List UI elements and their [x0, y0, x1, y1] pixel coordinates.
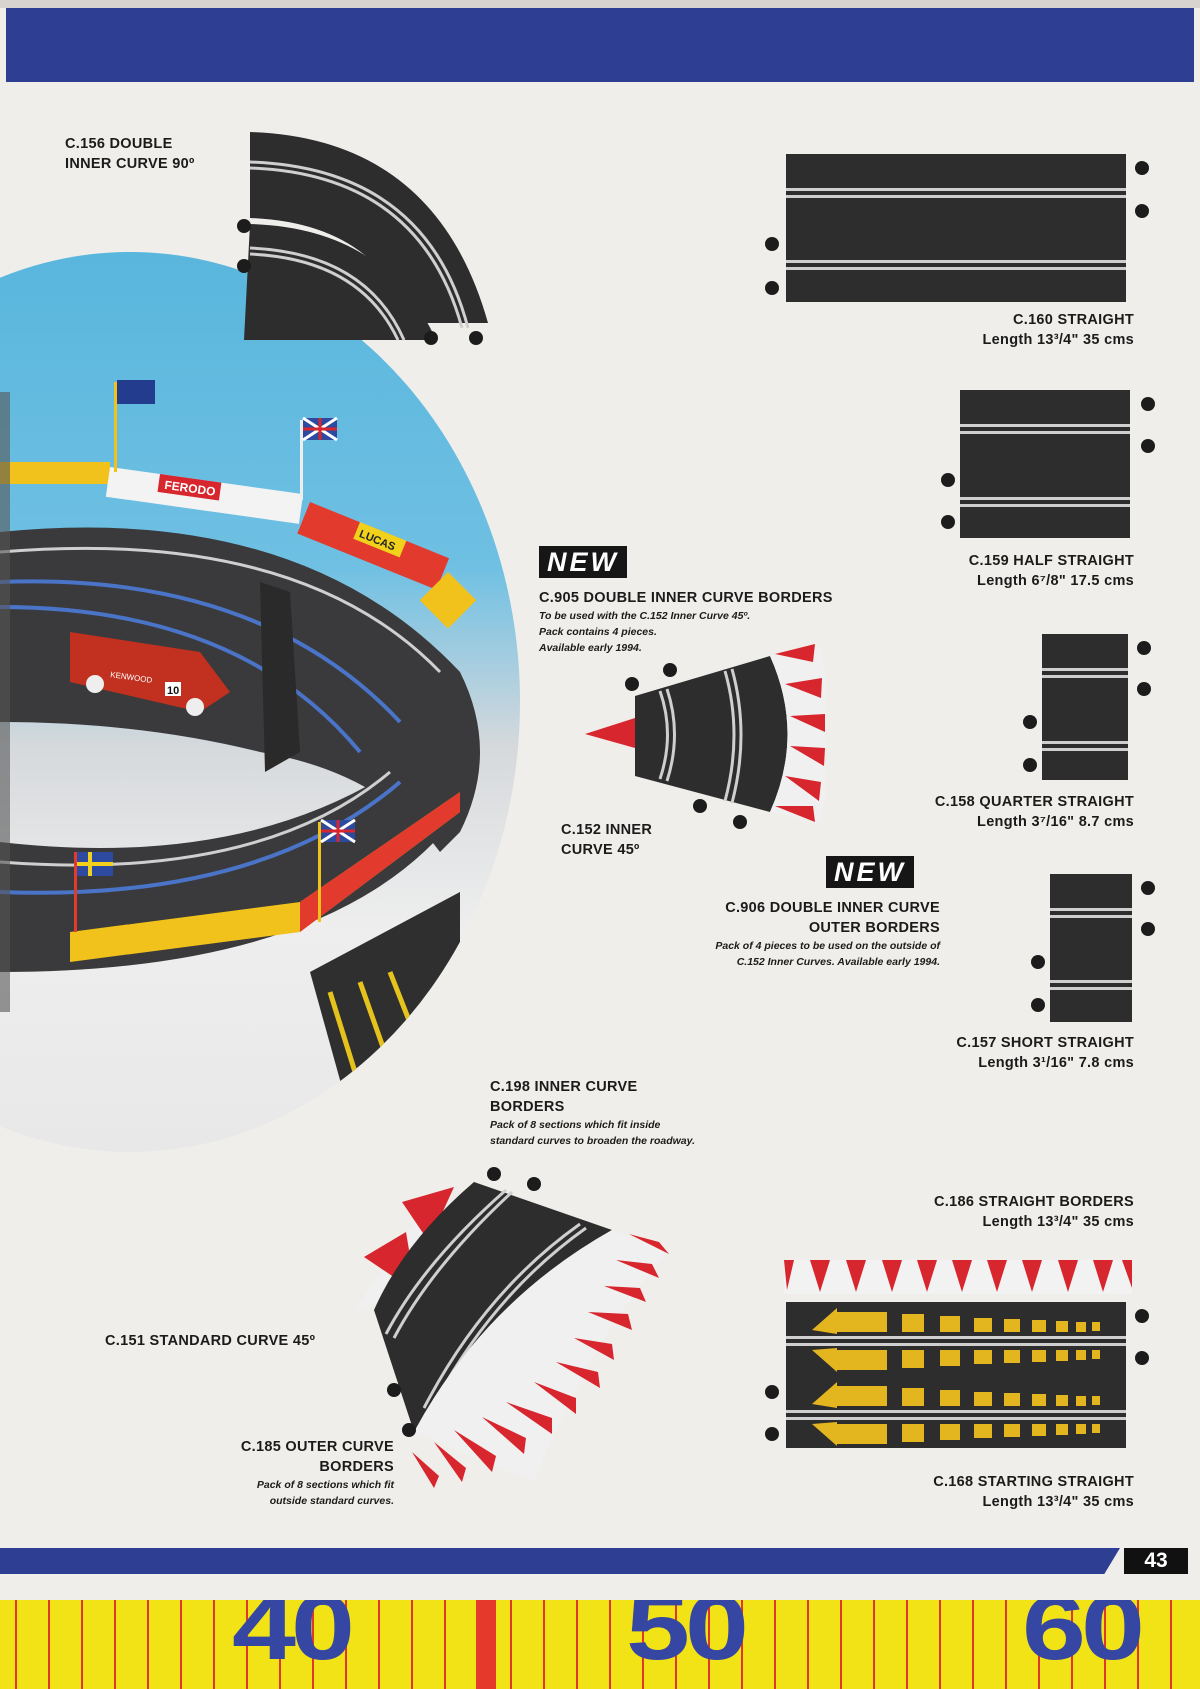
c152-title-line1: C.152 INNER [561, 822, 653, 838]
c905-note-2: Pack contains 4 pieces. [539, 626, 657, 638]
c906-new-badge: NEW [826, 856, 914, 888]
c159-title: C.159 HALF STRAIGHT [968, 553, 1134, 569]
c152-title-line2: CURVE 45º [561, 842, 640, 858]
c906-block: C.906 DOUBLE INNER CURVE OUTER BORDERS P… [600, 898, 940, 970]
new-badge-text: NEW [539, 546, 627, 578]
c160-label: C.160 STRAIGHT Length 13³/4" 35 cms [860, 310, 1134, 350]
c151-title: C.151 STANDARD CURVE 45º [105, 1333, 316, 1349]
track-photo-illustration: FERODO LUCAS 10 KENWOOD [0, 380, 480, 1152]
c160-length: Length 13³/4" 35 cms [982, 332, 1134, 348]
c156-title-line2: INNER CURVE 90º [65, 156, 195, 172]
footer-gap [0, 1574, 1200, 1600]
c158-title: C.158 QUARTER STRAIGHT [934, 794, 1134, 810]
c905-note-3: Available early 1994. [539, 642, 642, 654]
c198-block: C.198 INNER CURVE BORDERS Pack of 8 sect… [490, 1077, 810, 1149]
c185-note-2: outside standard curves. [269, 1495, 394, 1507]
c156-track-piece [237, 132, 488, 345]
c905-block: C.905 DOUBLE INNER CURVE BORDERS To be u… [539, 588, 899, 656]
c156-label: C.156 DOUBLE INNER CURVE 90º [65, 134, 195, 174]
page-top-edge [0, 0, 1200, 8]
c157-length: Length 3¹/16" 7.8 cms [978, 1055, 1134, 1071]
c186-label: C.186 STRAIGHT BORDERS Length 13³/4" 35 … [840, 1192, 1134, 1232]
c152-label: C.152 INNER CURVE 45º [561, 820, 652, 860]
footer-band [0, 1548, 1120, 1574]
c906-note-2: C.152 Inner Curves. Available early 1994… [736, 956, 940, 968]
c157-title: C.157 SHORT STRAIGHT [956, 1035, 1134, 1051]
c186-border-piece [784, 1260, 1132, 1294]
c152-track-piece-with-borders [585, 644, 825, 829]
c905-note-1: To be used with the C.152 Inner Curve 45… [539, 610, 751, 622]
track-photo: FERODO LUCAS 10 KENWOOD [0, 252, 520, 1152]
c198-note-2: standard curves to broaden the roadway. [490, 1135, 695, 1147]
c185-note-1: Pack of 8 sections which fit [256, 1479, 394, 1491]
c157-label: C.157 SHORT STRAIGHT Length 3¹/16" 7.8 c… [840, 1033, 1134, 1073]
header-band [6, 8, 1194, 82]
c168-label: C.168 STARTING STRAIGHT Length 13³/4" 35… [840, 1472, 1134, 1512]
c198-title-line1: C.198 INNER CURVE [490, 1079, 638, 1095]
c168-title: C.168 STARTING STRAIGHT [933, 1474, 1134, 1490]
c185-title-line1: C.185 OUTER CURVE [240, 1439, 394, 1455]
c905-title: C.905 DOUBLE INNER CURVE BORDERS [539, 590, 833, 606]
c906-title-line2: OUTER BORDERS [808, 920, 940, 936]
c198-title-line2: BORDERS [490, 1099, 565, 1115]
c906-note-1: Pack of 4 pieces to be used on the outsi… [715, 940, 940, 952]
c156-title-line1: C.156 DOUBLE [65, 136, 173, 152]
page-number: 43 [1124, 1548, 1188, 1574]
new-badge-text: NEW [826, 856, 914, 888]
c159-label: C.159 HALF STRAIGHT Length 6⁷/8" 17.5 cm… [860, 551, 1134, 591]
c906-title-line1: C.906 DOUBLE INNER CURVE [725, 900, 940, 916]
c168-length: Length 13³/4" 35 cms [982, 1494, 1134, 1510]
c159-length: Length 6⁷/8" 17.5 cms [977, 573, 1134, 589]
c186-title: C.186 STRAIGHT BORDERS [934, 1194, 1134, 1210]
c185-block: C.185 OUTER CURVE BORDERS Pack of 8 sect… [130, 1437, 394, 1509]
c158-label: C.158 QUARTER STRAIGHT Length 3⁷/16" 8.7… [840, 792, 1134, 832]
c151-track-piece-with-borders [354, 1167, 669, 1488]
ruler-strip [0, 1600, 1200, 1689]
c160-track-piece [765, 154, 1149, 302]
c151-label: C.151 STANDARD CURVE 45º [105, 1331, 315, 1351]
c186-length: Length 13³/4" 35 cms [982, 1214, 1134, 1230]
car-number: 10 [167, 685, 179, 697]
c157-track-piece [1031, 874, 1155, 1022]
c905-new-badge: NEW [539, 546, 627, 578]
c158-length: Length 3⁷/16" 8.7 cms [977, 814, 1134, 830]
c168-track-piece [765, 1302, 1149, 1448]
c160-title: C.160 STRAIGHT [1012, 312, 1134, 328]
c185-title-line2: BORDERS [319, 1459, 394, 1475]
c158-track-piece [1023, 634, 1151, 780]
c159-track-piece [941, 390, 1155, 538]
c198-note-1: Pack of 8 sections which fit inside [490, 1119, 661, 1131]
ruler-red-mark [476, 1600, 496, 1689]
